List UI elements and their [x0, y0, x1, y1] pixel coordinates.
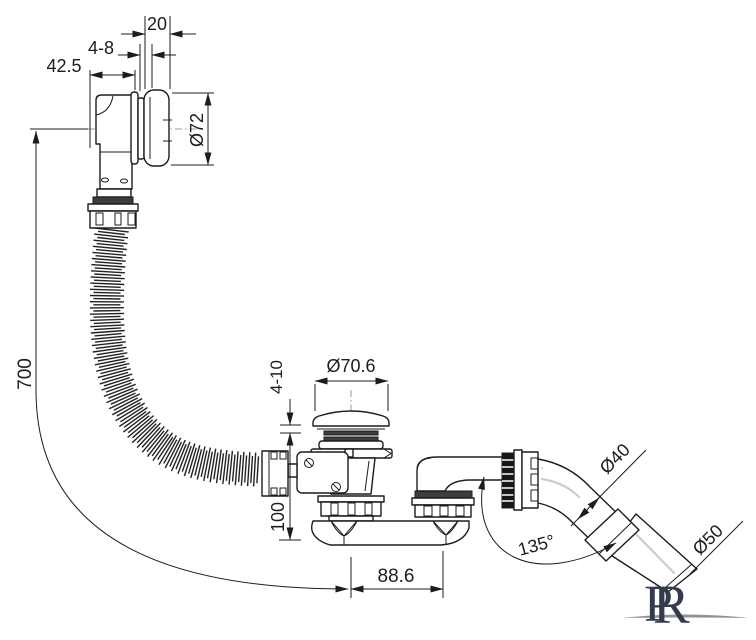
popup-plug-cap: [312, 410, 390, 427]
dim-label-center-distance: 88.6: [378, 566, 415, 587]
overflow-gasket: [92, 196, 134, 205]
dim-label-body-depth: 42.5: [46, 56, 81, 76]
logo-letter-r: R: [653, 574, 690, 635]
cable-control-box: [296, 451, 349, 494]
overflow-cover-cap: [143, 89, 172, 167]
dim-label-cover-diameter: Ø72: [187, 113, 207, 147]
outlet-elbow: [416, 456, 505, 492]
logo-letter-p: P: [644, 576, 673, 633]
waste-strainer: [261, 410, 393, 522]
dim-hose-length: [30, 128, 349, 593]
corrugated-hose: [89, 228, 262, 487]
dim-label-plug-diameter: Ø70.6: [326, 356, 375, 376]
thread-section: [501, 452, 515, 509]
tee-pipe: [311, 520, 470, 546]
dim-label-adjustment-range: 4-8: [88, 38, 114, 58]
overflow-nut: [87, 203, 139, 229]
strainer-backnut: [317, 495, 385, 517]
dim-label-plug-gap: 4-10: [267, 360, 286, 394]
overflow-fitting: [87, 89, 172, 229]
dim-label-bend-angle: 135°: [516, 531, 557, 560]
dim-label-hose-length: 700: [15, 358, 36, 390]
brand-logo: P R: [622, 574, 749, 635]
dim-label-install-height: 100: [268, 502, 288, 532]
overflow-flange-plate: [130, 91, 139, 165]
union-nut: [513, 449, 539, 511]
dim-label-pipe-diameter: Ø40: [596, 440, 634, 478]
elbow-backnut: [411, 497, 475, 518]
dim-label-cap-width: 20: [147, 14, 167, 34]
dim-label-outlet-diameter: Ø50: [689, 521, 727, 559]
elbow-gasket: [414, 490, 473, 499]
hose-union-nut: [261, 450, 289, 497]
logo-swoosh: [622, 614, 749, 618]
